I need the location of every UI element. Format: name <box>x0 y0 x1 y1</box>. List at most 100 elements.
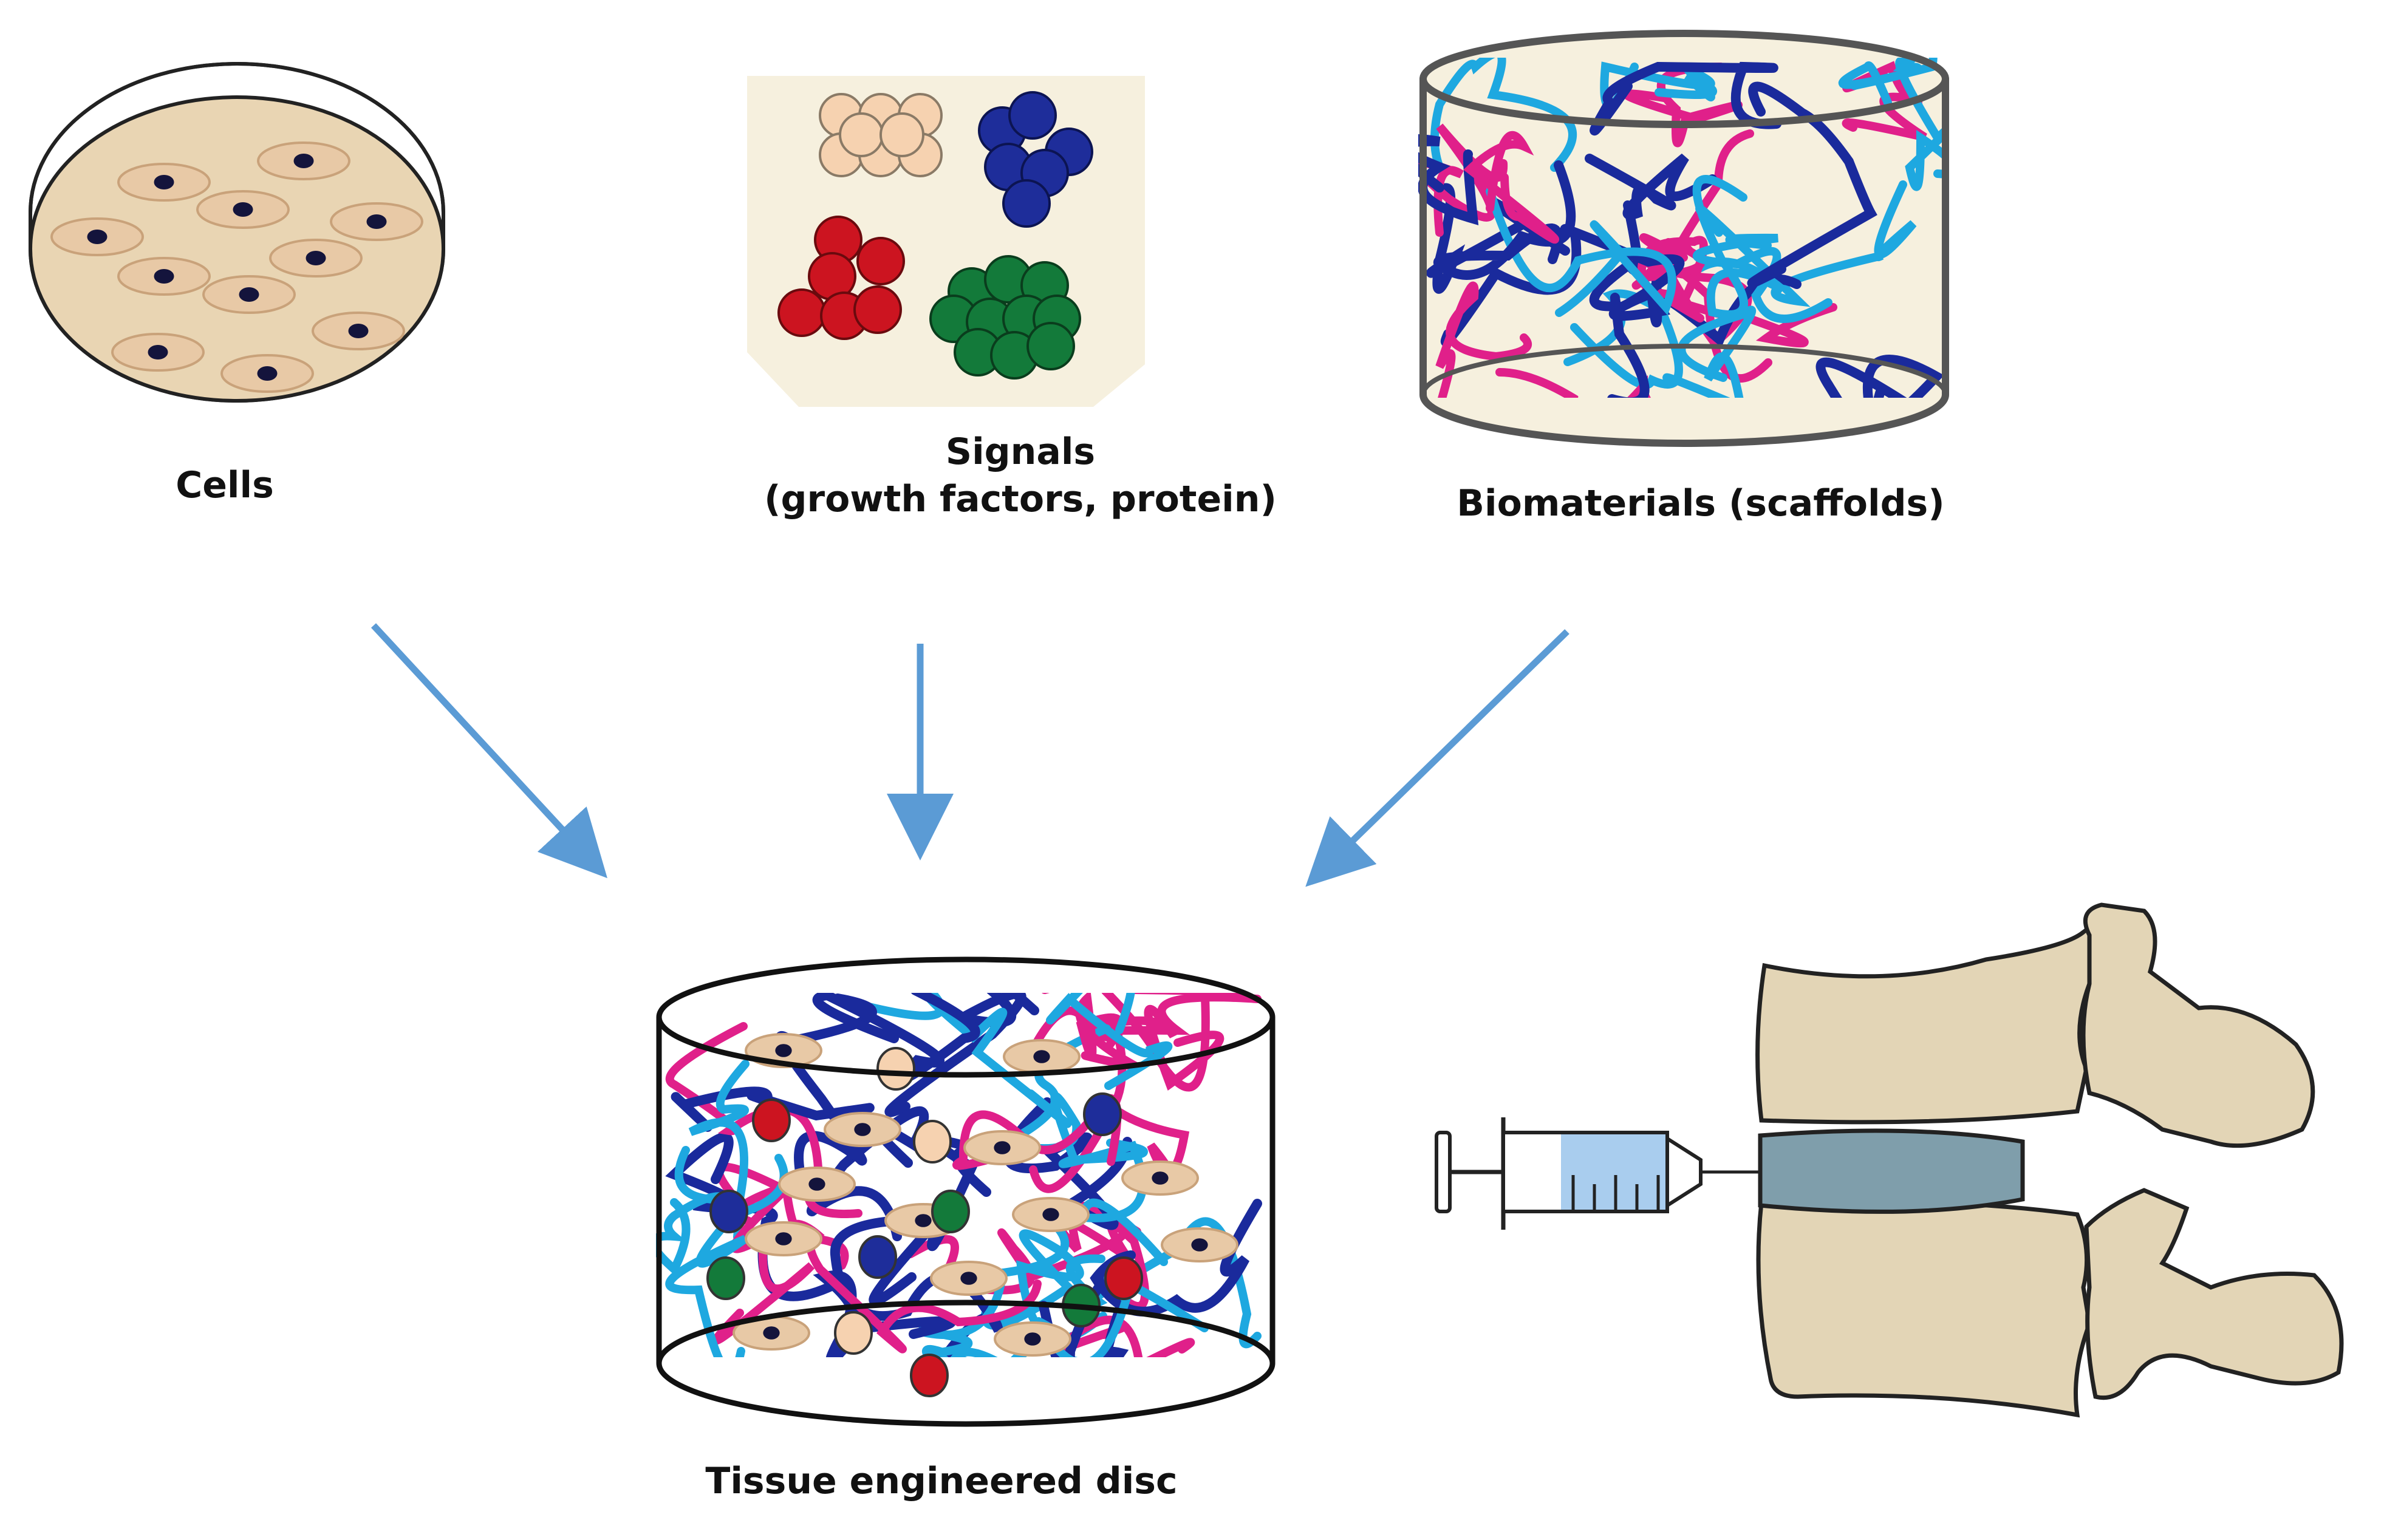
cell-nucleus <box>348 324 369 338</box>
signals-subtitle: (growth factors, protein) <box>764 478 1277 520</box>
scaffold-fibers <box>1418 58 1947 398</box>
growth-factor-bead <box>834 1311 873 1355</box>
scaffold-fiber <box>1090 1199 1262 1317</box>
growth-factor-bead <box>709 1190 748 1233</box>
cell-nucleus <box>775 1232 792 1245</box>
cell <box>312 312 405 350</box>
growth-factor-bead <box>1083 1092 1122 1136</box>
cell <box>963 1130 1041 1165</box>
growth-factor <box>1002 179 1051 228</box>
cell-nucleus <box>87 230 108 244</box>
scaffold-fiber <box>922 1344 998 1357</box>
scaffold-fiber <box>812 993 980 1083</box>
biomaterials-label: Biomaterials (scaffolds) <box>1457 482 1945 525</box>
scaffold-fiber <box>665 1154 788 1357</box>
cell <box>220 354 314 393</box>
cell <box>196 190 290 229</box>
cell-nucleus <box>239 287 259 302</box>
growth-factor <box>839 112 884 157</box>
cell-nucleus <box>960 1272 977 1285</box>
scaffold-fiber <box>775 993 877 1176</box>
cell <box>1161 1227 1238 1262</box>
cell-nucleus <box>854 1123 871 1136</box>
cell-nucleus <box>1152 1171 1169 1185</box>
scaffold-fiber <box>1747 81 1877 288</box>
scaffold-fiber <box>1692 233 1832 323</box>
scaffold-fiber <box>1662 305 1757 398</box>
scaffold-fiber <box>813 1270 956 1357</box>
cell-nucleus <box>994 1141 1011 1154</box>
scaffold-fiber <box>1418 134 1479 225</box>
scaffold-fiber <box>1075 993 1141 1072</box>
scaffold-fiber <box>674 1060 750 1204</box>
petri-dish <box>29 62 445 403</box>
cell <box>1012 1197 1090 1232</box>
growth-factor-bead <box>910 1354 949 1397</box>
scaffold-fiber <box>1486 187 1676 317</box>
scaffold-fiber <box>1440 223 1685 347</box>
scaffold-fiber <box>1590 61 1781 136</box>
cell <box>111 333 205 372</box>
growth-factor <box>879 112 924 157</box>
injected-disc <box>1758 1128 2025 1214</box>
cell <box>745 1221 822 1256</box>
cell <box>1003 1039 1081 1074</box>
disc-cells-and-factors <box>706 1033 1238 1397</box>
cell <box>257 141 350 180</box>
growth-factor-bead <box>931 1190 970 1233</box>
signals-title: Signals <box>945 431 1096 473</box>
scaffold-cylinder <box>1418 30 1949 447</box>
growth-factor-cluster-red <box>777 216 905 340</box>
arrow-biomaterials-to-disc <box>1305 629 1569 887</box>
growth-factor <box>856 237 905 285</box>
cell-nucleus <box>763 1326 780 1340</box>
cell <box>824 1112 901 1147</box>
cell <box>269 239 363 278</box>
growth-factor-bead <box>858 1235 897 1279</box>
cell-nucleus <box>154 269 174 284</box>
scaffold-fiber <box>1058 1139 1168 1266</box>
tissue-disc-label: Tissue engineered disc <box>705 1460 1178 1502</box>
cell-group <box>50 141 423 393</box>
scaffold-fiber <box>1463 131 1559 244</box>
cell-nucleus <box>1033 1050 1050 1063</box>
growth-factor-bead <box>706 1256 745 1300</box>
cell <box>1121 1160 1199 1196</box>
cell-nucleus <box>775 1044 792 1057</box>
growth-factor-cluster-peach <box>819 93 943 177</box>
cell-nucleus <box>915 1214 932 1227</box>
growth-factor-bead <box>1104 1256 1143 1300</box>
scaffold-fiber <box>1435 281 1532 398</box>
signals-label: Signals (growth factors, protein) <box>717 428 1324 523</box>
cell <box>202 275 296 314</box>
cell <box>733 1315 810 1351</box>
growth-factor <box>1008 91 1057 140</box>
growth-factor <box>777 288 826 337</box>
growth-factor <box>853 285 902 334</box>
cell <box>778 1167 856 1202</box>
cell-nucleus <box>154 175 174 189</box>
cell <box>50 217 144 256</box>
cell-nucleus <box>366 214 387 229</box>
scaffold-fiber <box>1622 63 1743 148</box>
cell-nucleus <box>1042 1208 1059 1221</box>
scaffold-fiber <box>1046 993 1173 1090</box>
scaffold-fiber <box>884 993 1039 1117</box>
growth-factor-bead <box>876 1047 915 1091</box>
scaffold-fiber <box>1585 153 1717 220</box>
cell-nucleus <box>257 366 278 381</box>
scaffold-fiber <box>806 1242 1042 1354</box>
scaffold-fiber <box>1695 180 1917 307</box>
syringe-icon <box>1435 1117 1758 1230</box>
cell <box>994 1321 1071 1357</box>
cell-nucleus <box>148 345 168 359</box>
scaffold-fiber <box>1631 129 1754 290</box>
growth-factor-bead <box>752 1099 791 1142</box>
arrow-cells-to-disc <box>371 623 607 879</box>
tissue-disc-cylinder <box>656 956 1276 1427</box>
cell-nucleus <box>808 1177 825 1191</box>
growth-factor-bead <box>913 1120 952 1164</box>
spine-vertebrae <box>1755 902 2344 1418</box>
growth-factor-cluster-green <box>929 255 1081 380</box>
cell-nucleus <box>1024 1332 1041 1346</box>
